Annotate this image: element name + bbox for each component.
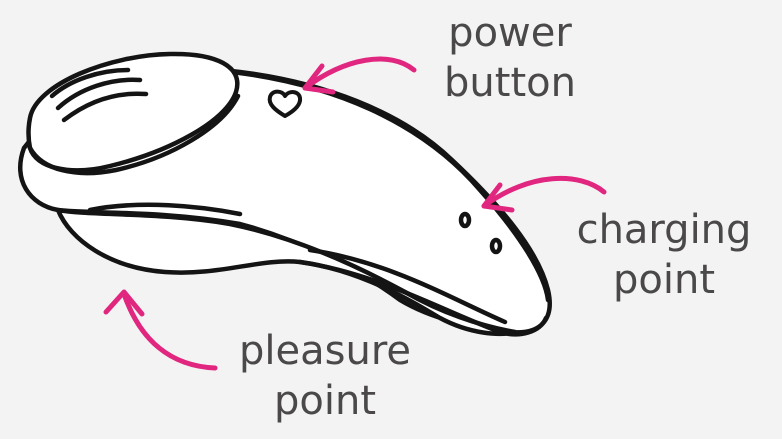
pleasure-point-arrow (121, 291, 218, 371)
heart-icon (267, 89, 303, 118)
bottom-seam-2 (307, 247, 508, 325)
pleasure-point-label-line1: pleasure (239, 328, 411, 374)
charging-point-label-line2: point (612, 257, 715, 303)
charging-hole-1 (458, 211, 472, 229)
charging-point-label: charging point (553, 205, 775, 305)
pleasure-point-label: pleasure point (210, 326, 440, 426)
charging-point-label-line1: charging (576, 207, 752, 253)
bottom-seam-1 (297, 259, 549, 337)
charging-point-arrowhead (481, 182, 515, 213)
grip-groove-1 (55, 77, 143, 111)
power-button-label-line2: button (444, 60, 576, 106)
pleasure-point-arrowhead (103, 289, 145, 317)
power-button-label: power button (425, 8, 595, 108)
grip-groove-3 (49, 67, 131, 99)
charging-hole-2 (489, 237, 503, 255)
power-button-arrow (302, 56, 417, 91)
pleasure-point-shell (55, 207, 518, 336)
top-cap-rim (27, 93, 241, 176)
pleasure-point-label-line2: point (273, 378, 376, 424)
power-button-label-line1: power (448, 10, 572, 56)
grip-groove-2 (61, 91, 149, 123)
charging-point-arrow (481, 175, 607, 209)
side-seam (87, 202, 243, 217)
power-button-arrowhead (302, 63, 336, 95)
